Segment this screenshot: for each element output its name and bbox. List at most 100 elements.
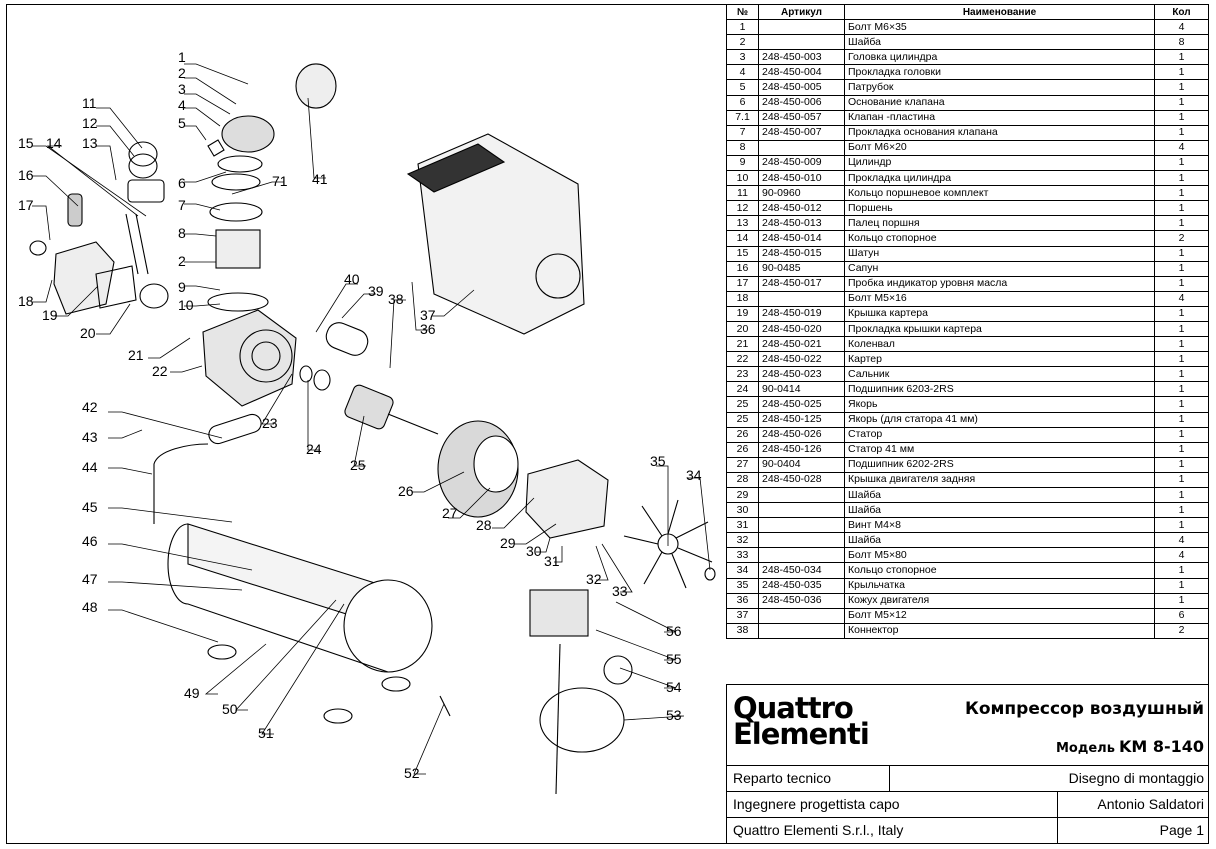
cell-name: Болт М5×12 (844, 607, 1155, 624)
cell-name: Сальник (844, 366, 1155, 383)
callout-label: 39 (368, 283, 384, 299)
cell-article (758, 290, 845, 307)
model-label: Модель (1056, 741, 1115, 756)
cell-name: Шайба (844, 502, 1155, 519)
page-number: Page 1 (1159, 822, 1204, 838)
callout-label: 25 (350, 457, 366, 473)
cell-article (758, 139, 845, 156)
cell-number: 12 (726, 200, 759, 217)
cell-number: 26 (726, 426, 759, 443)
cell-quantity: 1 (1154, 562, 1209, 579)
cell-quantity: 1 (1154, 64, 1209, 81)
callout-label: 18 (18, 293, 34, 309)
cell-article: 248-450-004 (758, 64, 845, 81)
cell-name: Болт М5×80 (844, 547, 1155, 564)
cell-article: 248-450-012 (758, 200, 845, 217)
cell-quantity: 1 (1154, 305, 1209, 322)
cell-number: 30 (726, 502, 759, 519)
column-header-quantity: Кол (1154, 3, 1209, 21)
cell-article: 90-0414 (758, 381, 845, 398)
callout-label: 52 (404, 765, 420, 781)
cell-number: 3 (726, 49, 759, 66)
callout-label: 10 (178, 297, 194, 313)
cell-article: 248-450-034 (758, 562, 845, 579)
callout-label: 43 (82, 429, 98, 445)
cell-quantity: 1 (1154, 396, 1209, 413)
cell-name: Кольцо стопорное (844, 562, 1155, 579)
cell-name: Крышка двигателя задняя (844, 471, 1155, 489)
cell-name: Прокладка крышки картера (844, 320, 1155, 338)
cell-article: 248-450-022 (758, 351, 845, 368)
cell-quantity: 8 (1154, 34, 1209, 51)
model-value: KM 8-140 (1118, 737, 1204, 756)
callout-label: 47 (82, 571, 98, 587)
callout-label: 9 (178, 279, 186, 295)
cell-number: 1 (726, 19, 759, 36)
cell-number: 5 (726, 79, 759, 96)
title-row-engineer: Ingegnere progettista capo Antonio Salda… (727, 791, 1208, 817)
cell-quantity: 1 (1154, 79, 1209, 96)
engineer-label: Ingegnere progettista capo (733, 796, 900, 812)
cell-article: 248-450-007 (758, 124, 845, 141)
company-name: Quattro Elementi S.r.l., Italy (733, 822, 904, 838)
cell-quantity: 4 (1154, 139, 1209, 156)
cell-name: Палец поршня (844, 215, 1155, 232)
cell-article (758, 547, 845, 564)
cell-quantity: 6 (1154, 607, 1209, 624)
cell-number: 14 (726, 230, 759, 247)
cell-name: Поршень (844, 200, 1155, 217)
cell-name: Патрубок (844, 79, 1155, 96)
cell-name: Статор 41 мм (844, 441, 1155, 458)
cell-name: Крышка картера (844, 305, 1155, 322)
cell-quantity: 1 (1154, 124, 1209, 141)
cell-quantity: 1 (1154, 366, 1209, 383)
callout-label: 35 (650, 453, 666, 469)
cell-number: 16 (726, 260, 759, 277)
callout-label: 37 (420, 307, 436, 323)
cell-quantity: 1 (1154, 441, 1209, 458)
cell-article: 90-0485 (758, 260, 845, 277)
cell-article: 248-450-015 (758, 245, 845, 262)
divider (1057, 818, 1058, 843)
cell-number: 23 (726, 366, 759, 383)
cell-number: 21 (726, 336, 759, 353)
cell-number: 17 (726, 275, 759, 292)
callout-label: 55 (666, 651, 682, 667)
company-logo: Quattro Elementi (733, 691, 870, 751)
cell-article: 90-0404 (758, 456, 845, 473)
callout-label: 33 (612, 583, 628, 599)
cell-name: Шатун (844, 245, 1155, 262)
callout-label: 7 (178, 197, 186, 213)
cell-quantity: 1 (1154, 486, 1209, 504)
cell-article: 248-450-009 (758, 154, 845, 172)
callout-label: 14 (46, 135, 62, 151)
callout-label: 50 (222, 701, 238, 717)
callout-label: 5 (178, 115, 186, 131)
callout-label: 11 (82, 95, 97, 111)
cell-name: Болт М6×35 (844, 19, 1155, 36)
cell-number: 31 (726, 517, 759, 534)
callout-label: 49 (184, 685, 200, 701)
cell-number: 27 (726, 456, 759, 473)
cell-number: 38 (726, 622, 759, 639)
callout-label: 2 (178, 65, 186, 81)
cell-name: Основание клапана (844, 94, 1155, 111)
callout-label: 32 (586, 571, 602, 587)
title-row-department: Reparto tecnico Disegno di montaggio (727, 765, 1208, 791)
cell-number: 24 (726, 381, 759, 398)
cell-quantity: 1 (1154, 215, 1209, 232)
